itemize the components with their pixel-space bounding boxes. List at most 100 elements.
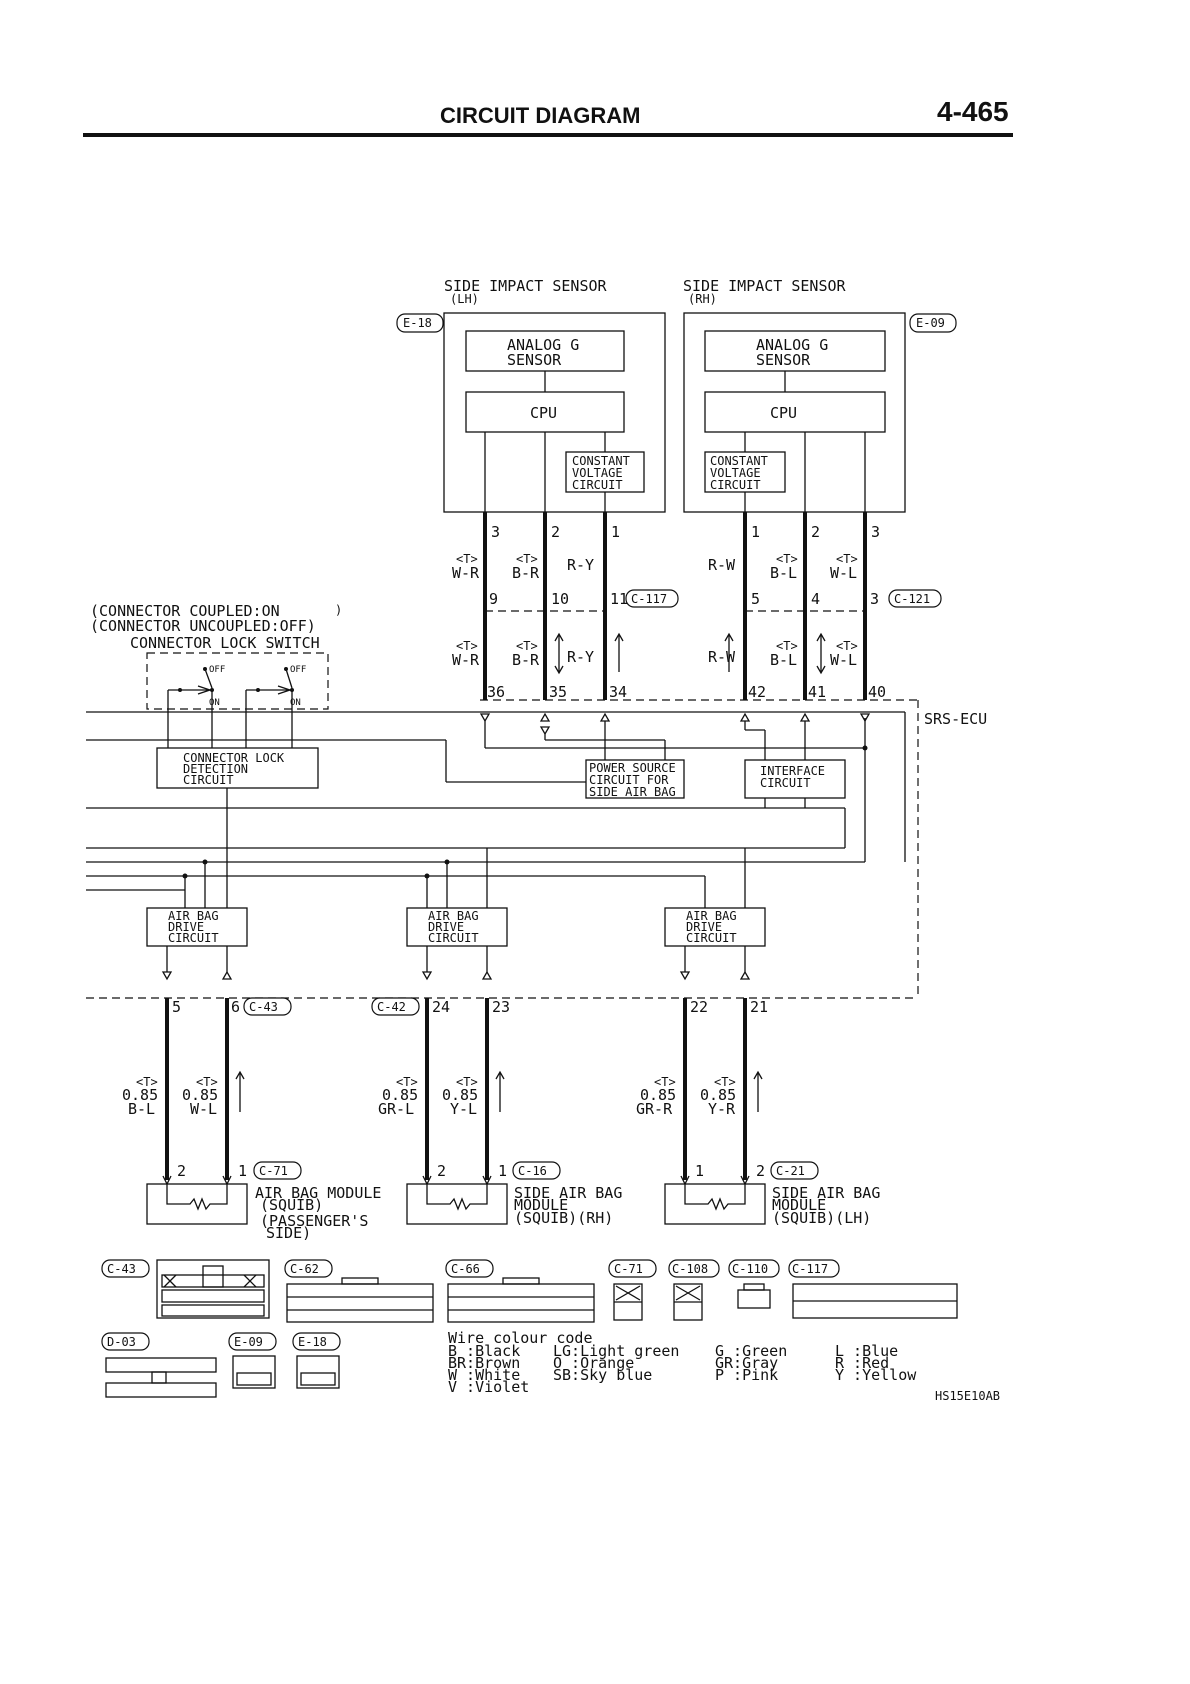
- pin-label: 1: [611, 523, 620, 541]
- connector-c71-view-label: C-71: [614, 1262, 643, 1276]
- pin-label: 5: [172, 998, 181, 1016]
- lock-note-line2: (CONNECTOR UNCOUPLED:OFF): [90, 617, 316, 635]
- side-air-bag-module-lh: SIDE AIR BAG MODULE (SQUIB)(LH): [664, 1183, 880, 1227]
- wire-color: B-L: [128, 1100, 155, 1118]
- lower-harness: 5 6 C-43 C-42 24 23 22 21 <T> 0.85 B-L <…: [122, 997, 880, 1242]
- wire-color: R-W: [708, 648, 736, 666]
- wire-color: W-R: [452, 651, 480, 669]
- analog-line1: ANALOG G: [507, 336, 579, 354]
- pin-label: 2: [756, 1162, 765, 1180]
- page-number: 4-465: [937, 96, 1009, 127]
- srs-ecu-label: SRS-ECU: [924, 710, 987, 728]
- sensor-lh-title: SIDE IMPACT SENSOR: [444, 277, 608, 295]
- legend-item: V :Violet: [448, 1378, 529, 1396]
- lock-detect-line3: CIRCUIT: [183, 773, 234, 787]
- cv-line2: VOLTAGE: [710, 466, 761, 480]
- cv-line1: CONSTANT: [710, 454, 768, 468]
- pin-label: 40: [868, 683, 886, 701]
- wire-tube: <T>: [776, 639, 798, 653]
- wire-color: R-Y: [567, 556, 594, 574]
- cv-line3: CIRCUIT: [710, 478, 761, 492]
- on-label: ON: [209, 698, 220, 708]
- legend-item: L :Blue: [835, 1342, 898, 1360]
- sensor-rh-side: (RH): [688, 292, 717, 306]
- wire-gauge: 0.85: [182, 1086, 218, 1104]
- module-line4: SIDE): [266, 1224, 311, 1242]
- module-line3: (SQUIB)(RH): [514, 1209, 613, 1227]
- connector-e18-label: E-18: [403, 316, 432, 330]
- module-line1: SIDE AIR BAG: [772, 1184, 880, 1202]
- pin-label: 11: [610, 590, 628, 608]
- connector-tag: [253, 1161, 302, 1180]
- drive-line3: CIRCUIT: [686, 931, 737, 945]
- connector-c121-label: C-121: [894, 592, 930, 606]
- wire-tube: <T>: [456, 1075, 478, 1089]
- on-label: ON: [290, 698, 301, 708]
- wire-color: GR-L: [378, 1100, 414, 1118]
- sensor-rh: SIDE IMPACT SENSOR (RH) E-09 ANALOG G SE…: [683, 277, 957, 513]
- upper-harness: 3 2 1 1 2 3 <T> W-R <T> B-R R-Y R-W <T> …: [452, 512, 942, 701]
- connector-lock-switch: (CONNECTOR COUPLED:ON ) (CONNECTOR UNCOU…: [90, 602, 342, 712]
- pin-label: 1: [751, 523, 760, 541]
- connector-c62-view-label: C-62: [290, 1262, 319, 1276]
- wire-tube: <T>: [516, 552, 538, 566]
- pin-label: 3: [870, 590, 879, 608]
- lock-detect-line2: DETECTION: [183, 762, 248, 776]
- legend-item: R :Red: [835, 1354, 889, 1372]
- wire-color: W-L: [830, 651, 857, 669]
- connector-tag: [625, 589, 679, 608]
- wire-color: B-R: [512, 651, 540, 669]
- connector-c21-label: C-21: [776, 1164, 805, 1178]
- sensor-rh-box: [683, 312, 906, 513]
- power-line3: SIDE AIR BAG: [589, 785, 676, 799]
- drive-line1: AIR BAG: [168, 909, 219, 923]
- sensor-lh-side: (LH): [450, 292, 479, 306]
- legend-item: P :Pink: [715, 1366, 778, 1384]
- drive-line2: DRIVE: [428, 920, 464, 934]
- pin-label: 1: [695, 1162, 704, 1180]
- module-line3: (SQUIB)(LH): [772, 1209, 871, 1227]
- air-bag-drive-circuit-1: [146, 907, 248, 947]
- module-line2: MODULE: [772, 1196, 826, 1214]
- wire-tube: <T>: [196, 1075, 218, 1089]
- wire-tube: <T>: [714, 1075, 736, 1089]
- interface-circuit: [744, 759, 846, 799]
- connector-tag: [909, 313, 957, 333]
- air-bag-module-passenger: AIR BAG MODULE (SQUIB) (PASSENGER'S SIDE…: [146, 1183, 381, 1242]
- cv-line2: VOLTAGE: [572, 466, 623, 480]
- analog-line2: SENSOR: [507, 351, 562, 369]
- module-line2: MODULE: [514, 1196, 568, 1214]
- connector-e09-label: E-09: [916, 316, 945, 330]
- power-line1: POWER SOURCE: [589, 761, 676, 775]
- drive-line3: CIRCUIT: [168, 931, 219, 945]
- connector-c71-label: C-71: [259, 1164, 288, 1178]
- wire-tube: <T>: [516, 639, 538, 653]
- srs-ecu: SRS-ECU CONNECTOR LOCK DETECTION CIRCUIT: [86, 699, 987, 999]
- connector-c108-view-label: C-108: [672, 1262, 708, 1276]
- pin-label: 2: [177, 1162, 186, 1180]
- connector-e18-view-label: E-18: [298, 1335, 327, 1349]
- connector-tag: [243, 997, 292, 1016]
- legend-item: GR:Gray: [715, 1354, 778, 1372]
- wire-gauge: 0.85: [382, 1086, 418, 1104]
- legend-item: W :White: [448, 1366, 520, 1384]
- off-label: OFF: [290, 665, 306, 675]
- wire-color: GR-R: [636, 1100, 673, 1118]
- drive-line3: CIRCUIT: [428, 931, 479, 945]
- connector-d03-view-label: D-03: [107, 1335, 136, 1349]
- lock-switch-box: [146, 652, 329, 710]
- connector-tag: [888, 589, 942, 608]
- lock-switch-title: CONNECTOR LOCK SWITCH: [130, 634, 320, 652]
- legend-title: Wire colour code: [448, 1329, 593, 1347]
- analog-line1: ANALOG G: [756, 336, 828, 354]
- pin-label: 42: [748, 683, 766, 701]
- connector-tag: [512, 1161, 561, 1180]
- pin-label: 3: [491, 523, 500, 541]
- legend-item: SB:Sky blue: [553, 1366, 652, 1384]
- legend-item: B :Black: [448, 1342, 520, 1360]
- connector-c16-label: C-16: [518, 1164, 547, 1178]
- module-line1: AIR BAG MODULE: [255, 1184, 381, 1202]
- pin-label: 5: [751, 590, 760, 608]
- wire-tube: <T>: [654, 1075, 676, 1089]
- cv-line3: CIRCUIT: [572, 478, 623, 492]
